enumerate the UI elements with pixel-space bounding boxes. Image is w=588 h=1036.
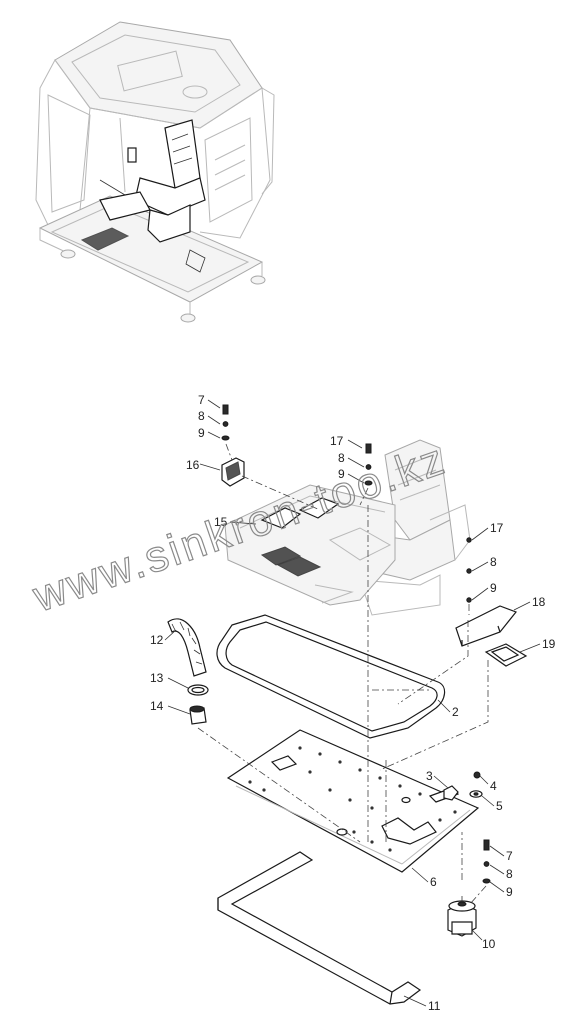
fastener-stack-upper-center — [359, 443, 373, 506]
callout-16: 16 — [186, 458, 200, 472]
callout-11: 11 — [428, 999, 441, 1013]
part-16-bracket — [221, 457, 245, 487]
callout-8: 8 — [490, 555, 497, 569]
fastener-stack-lower-right — [482, 839, 491, 884]
fastener-stack-right — [466, 537, 472, 615]
part-6-floor-plate — [226, 729, 480, 873]
callout-12: 12 — [150, 633, 164, 647]
floor-assembly-exploded-view — [164, 399, 541, 1007]
callout-6: 6 — [430, 875, 437, 889]
part-11-base-frame — [217, 851, 422, 1005]
part-14-fitting — [189, 705, 207, 725]
callout-5: 5 — [496, 799, 503, 813]
part-12-hose — [167, 618, 207, 677]
leader-lines — [164, 399, 541, 1007]
part-5-washer — [469, 790, 483, 798]
part-18-cover — [455, 605, 517, 647]
callout-9: 9 — [490, 581, 497, 595]
callout-9: 9 — [506, 885, 513, 899]
part-4-bolt — [473, 771, 481, 779]
part-3-clamp — [443, 785, 459, 801]
callout-13: 13 — [150, 671, 164, 685]
fastener-stack-upper-left — [221, 404, 233, 461]
callout-19: 19 — [542, 637, 556, 651]
part-19-plate — [484, 643, 528, 667]
part-2-seal-frame — [216, 614, 446, 739]
callout-7: 7 — [198, 393, 205, 407]
callout-9: 9 — [198, 426, 205, 440]
callout-labels: 7 8 9 16 17 8 9 15 17 8 9 18 19 12 13 14… — [150, 393, 556, 1013]
callout-9: 9 — [338, 467, 345, 481]
callout-4: 4 — [490, 779, 497, 793]
callout-17: 17 — [490, 521, 504, 535]
callout-8: 8 — [338, 451, 345, 465]
cab-overview-illustration — [35, 21, 275, 323]
callout-17: 17 — [330, 434, 344, 448]
callout-14: 14 — [150, 699, 164, 713]
callout-15: 15 — [214, 515, 228, 529]
part-10-damper-mount — [447, 896, 477, 937]
callout-18: 18 — [532, 595, 546, 609]
callout-8: 8 — [198, 409, 205, 423]
callout-7: 7 — [506, 849, 513, 863]
callout-10: 10 — [482, 937, 496, 951]
part-15-floor-mat — [224, 484, 396, 606]
callout-3: 3 — [426, 769, 433, 783]
callout-2: 2 — [452, 705, 459, 719]
assembly-guide-lines — [197, 475, 489, 905]
callout-8: 8 — [506, 867, 513, 881]
